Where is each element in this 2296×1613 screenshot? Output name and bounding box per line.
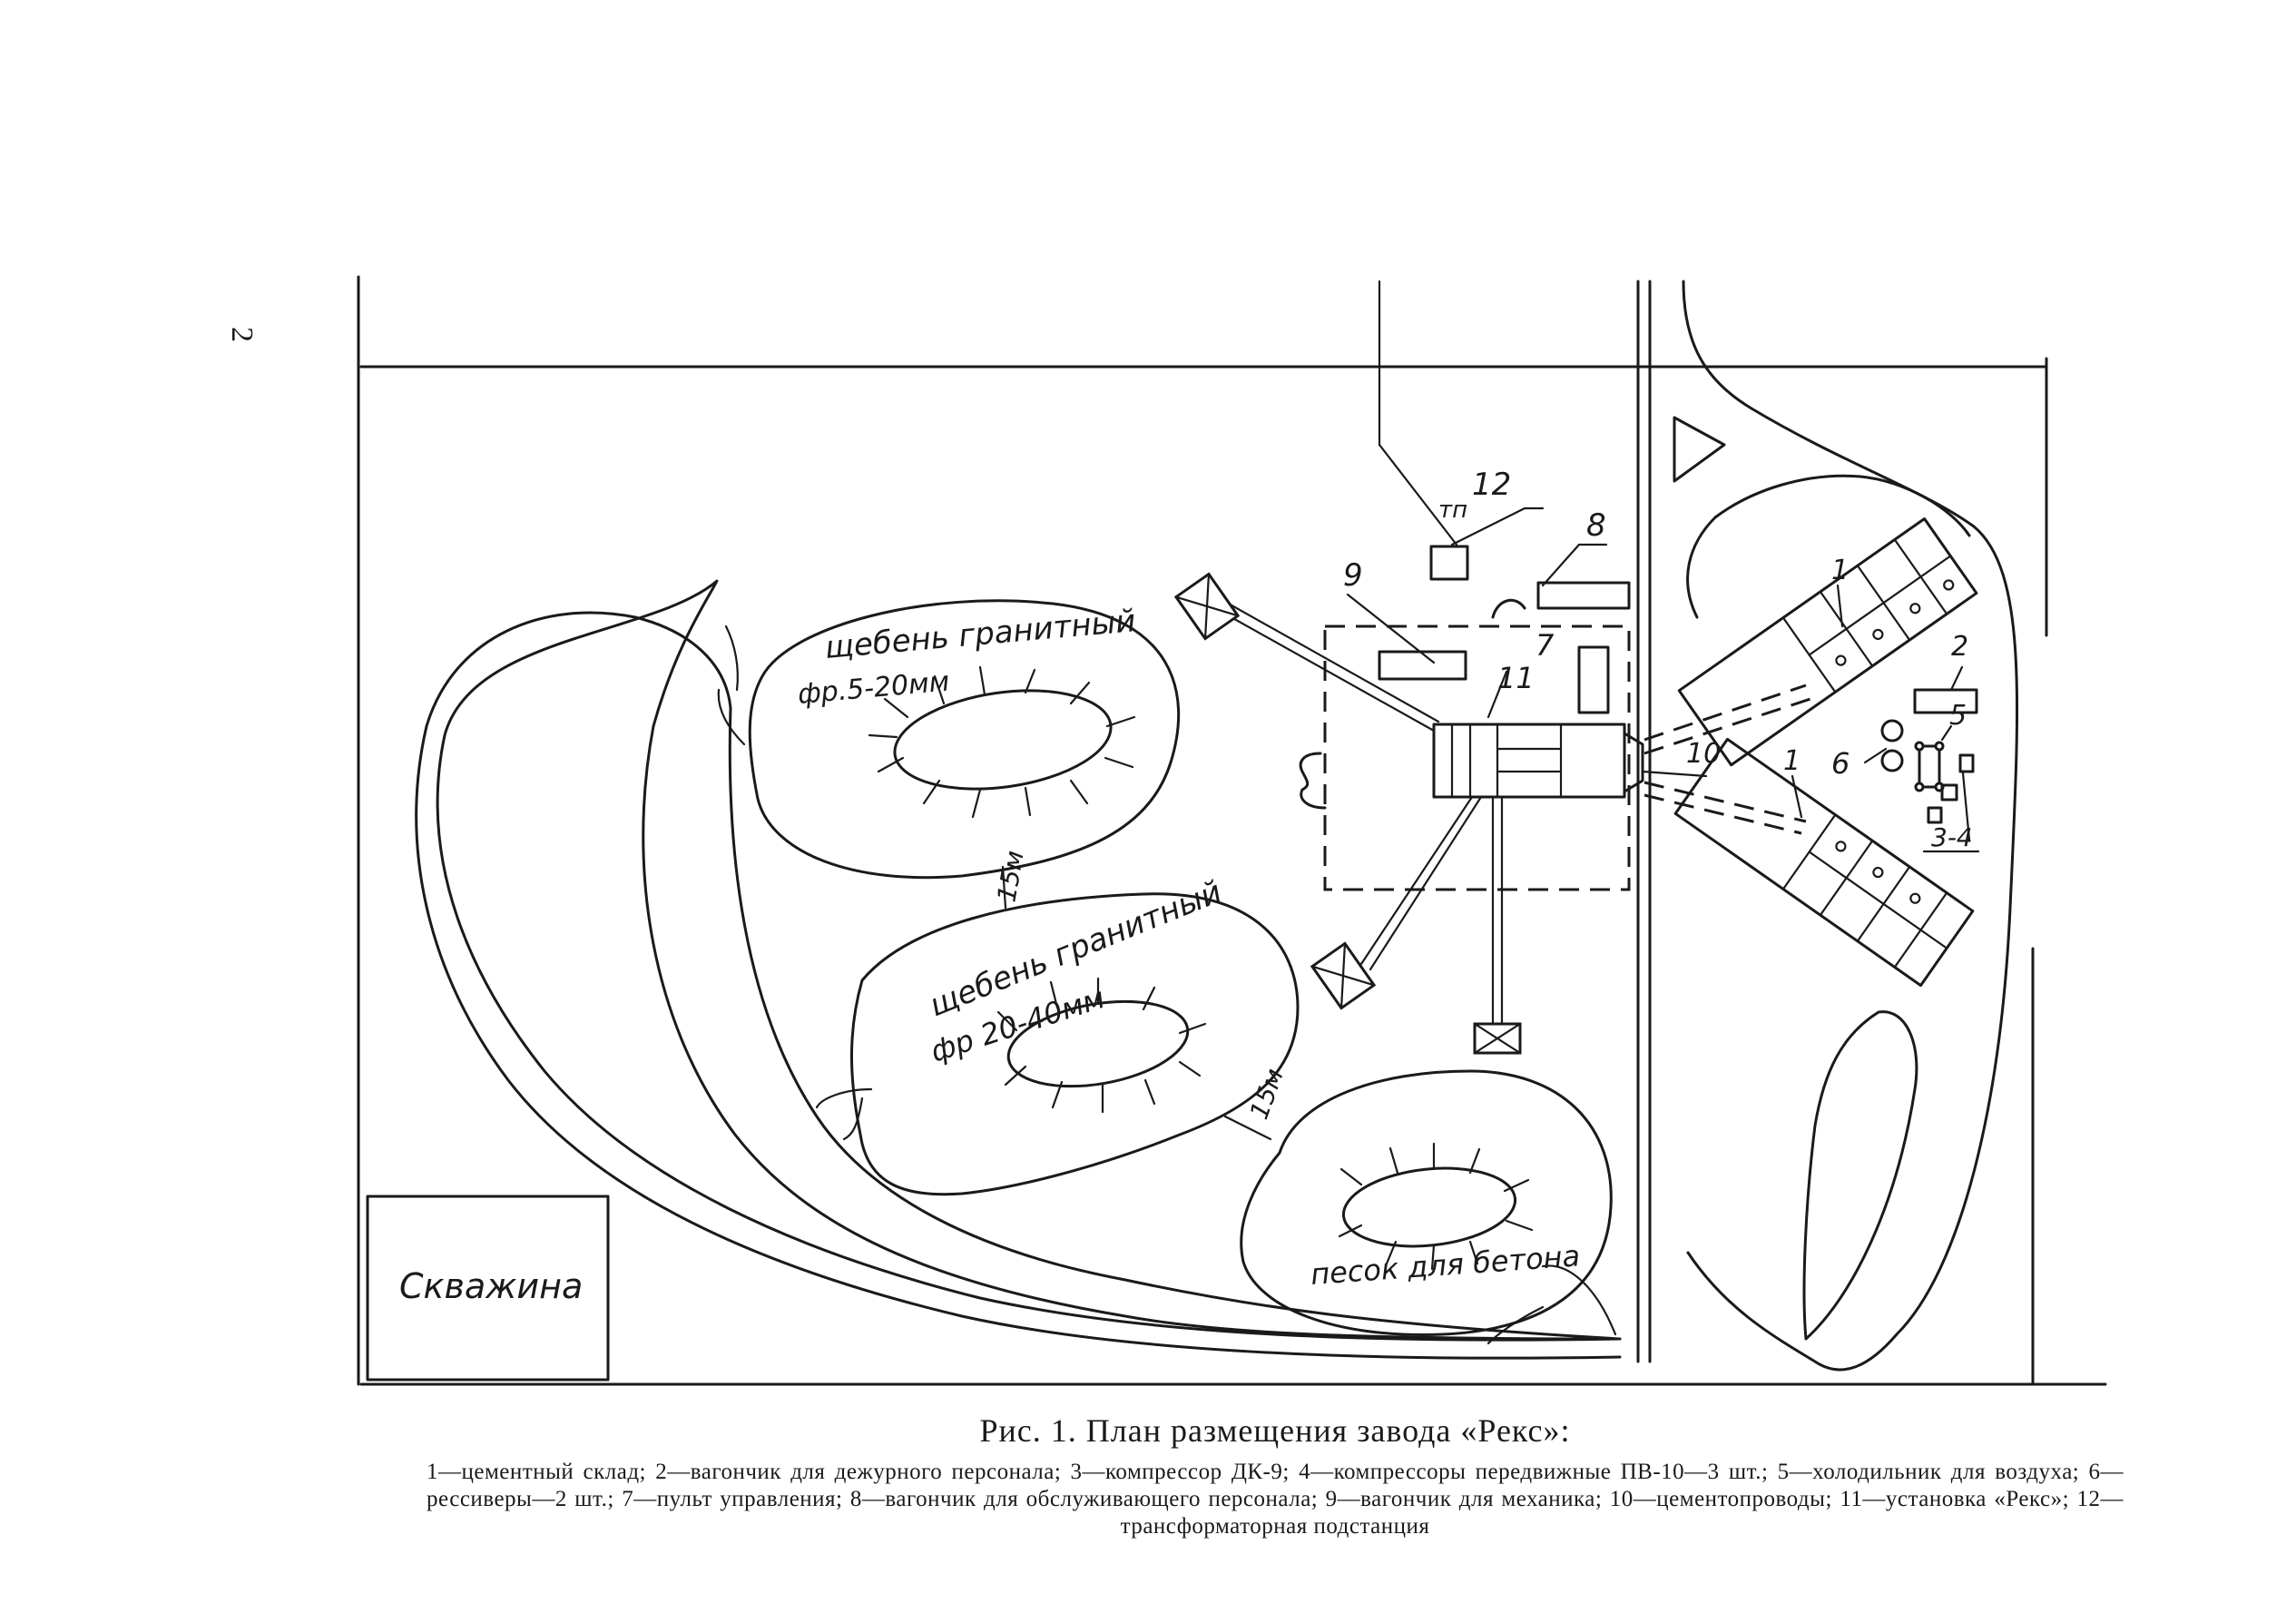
- haul-road: [415, 579, 1622, 1360]
- number-7: 7: [1536, 628, 1555, 663]
- distance-15m-bottom: 15м: [1223, 1065, 1290, 1141]
- control-panel-7: 7: [1536, 628, 1610, 714]
- stockpile-5-20: щебень гранитный фр.5-20мм: [748, 599, 1181, 880]
- page-number: 2: [225, 327, 259, 342]
- trailer-9: 9: [1343, 557, 1467, 681]
- cement-warehouse-bottom: 1: [1673, 737, 1975, 988]
- road-corridor: [1636, 280, 1652, 1363]
- duty-trailer-2: 2: [1913, 631, 1978, 714]
- svg-text:15м: 15м: [1244, 1065, 1290, 1124]
- right-road-loop: [1673, 280, 2019, 1372]
- plant-site: [1299, 625, 1631, 891]
- power-line: [1378, 365, 1458, 546]
- air-cooler-5: 5: [1914, 700, 1967, 792]
- compressors-3-4: 3-4: [1922, 753, 1980, 853]
- tp-label: тп: [1438, 497, 1467, 524]
- number-2: 2: [1951, 631, 1968, 663]
- number-8: 8: [1586, 507, 1606, 544]
- stockpile-20-40: щебень гранитный фр 20-40мм: [849, 874, 1300, 1196]
- number-1-top: 1: [1831, 555, 1849, 586]
- caption-title: Рис. 1. План размещения завода «Рекс»:: [979, 1412, 1571, 1449]
- number-5: 5: [1949, 700, 1967, 732]
- transformer-substation-12: тп 12: [1429, 467, 1545, 581]
- conveyors: [1205, 593, 1504, 1026]
- svg-text:15м: 15м: [991, 849, 1029, 905]
- number-3-4: 3-4: [1931, 822, 1973, 852]
- number-9: 9: [1343, 557, 1363, 594]
- distance-15m-top: 15м: [991, 849, 1030, 910]
- figure-caption: Рис. 1. План размещения завода «Рекс»: 1…: [427, 1411, 2124, 1540]
- hopper-top: [1173, 572, 1241, 641]
- trailer-8: 8: [1491, 507, 1631, 619]
- number-11: 11: [1497, 661, 1535, 695]
- receivers-6: 6: [1831, 719, 1904, 781]
- pile1-line2: фр.5-20мм: [797, 665, 951, 710]
- number-6: 6: [1831, 746, 1850, 781]
- rex-unit-11: 11: [1432, 661, 1644, 799]
- pile1-line1: щебень гранитный: [823, 603, 1137, 666]
- hopper-middle: [1310, 941, 1377, 1010]
- pile3-label: песок для бетона: [1310, 1238, 1581, 1292]
- hopper-bottom: [1473, 1022, 1522, 1055]
- access-arrows: [717, 625, 1617, 1345]
- well-building: Скважина: [366, 1195, 610, 1382]
- number-12: 12: [1472, 467, 1511, 503]
- cement-warehouse-top: 1: [1677, 517, 1978, 767]
- caption-legend: 1—цементный склад; 2—вагончик для дежурн…: [427, 1460, 2124, 1539]
- cement-pipelines-10: 10: [1641, 684, 1811, 835]
- well-label: Скважина: [399, 1266, 583, 1306]
- number-1-bottom: 1: [1783, 745, 1800, 777]
- site-boundary: [357, 275, 2107, 1386]
- stockpile-sand: песок для бетона: [1240, 1069, 1613, 1336]
